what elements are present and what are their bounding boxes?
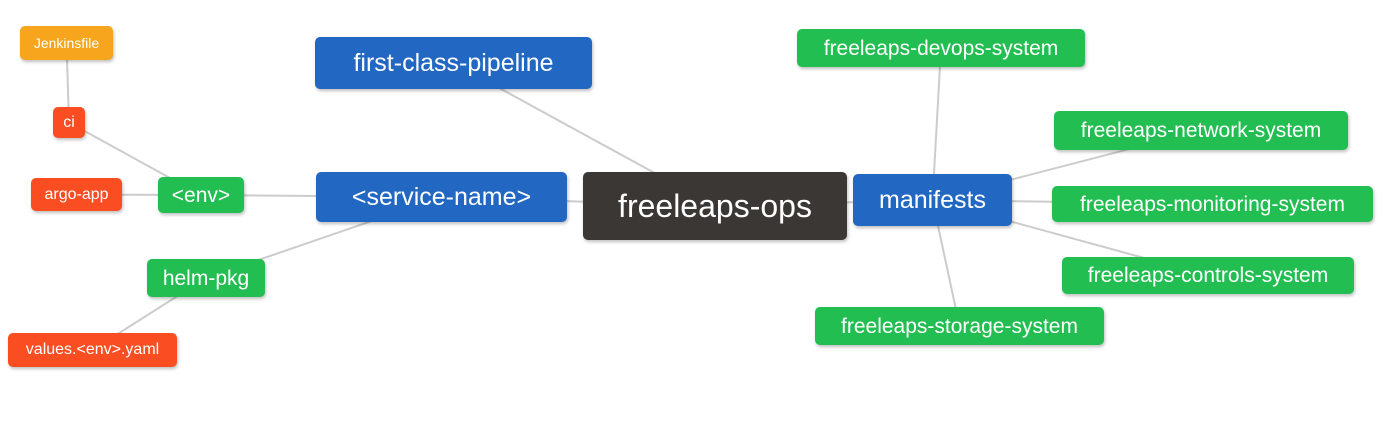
node-controls-system[interactable]: freeleaps-controls-system — [1062, 257, 1354, 294]
node-devops-system[interactable]: freeleaps-devops-system — [797, 29, 1085, 67]
node-ci[interactable]: ci — [53, 107, 85, 138]
node-values-env-yaml[interactable]: values.<env>.yaml — [8, 333, 177, 367]
node-service-name[interactable]: <service-name> — [316, 172, 567, 222]
node-first-class-pipeline[interactable]: first-class-pipeline — [315, 37, 592, 89]
node-storage-system[interactable]: freeleaps-storage-system — [815, 307, 1104, 345]
node-freeleaps-ops[interactable]: freeleaps-ops — [583, 172, 847, 240]
node-jenkinsfile[interactable]: Jenkinsfile — [20, 26, 113, 60]
node-env[interactable]: <env> — [158, 177, 244, 213]
node-argo-app[interactable]: argo-app — [31, 178, 122, 211]
node-network-system[interactable]: freeleaps-network-system — [1054, 111, 1348, 150]
node-monitoring-system[interactable]: freeleaps-monitoring-system — [1052, 186, 1373, 222]
node-manifests[interactable]: manifests — [853, 174, 1012, 226]
node-helm-pkg[interactable]: helm-pkg — [147, 259, 265, 297]
